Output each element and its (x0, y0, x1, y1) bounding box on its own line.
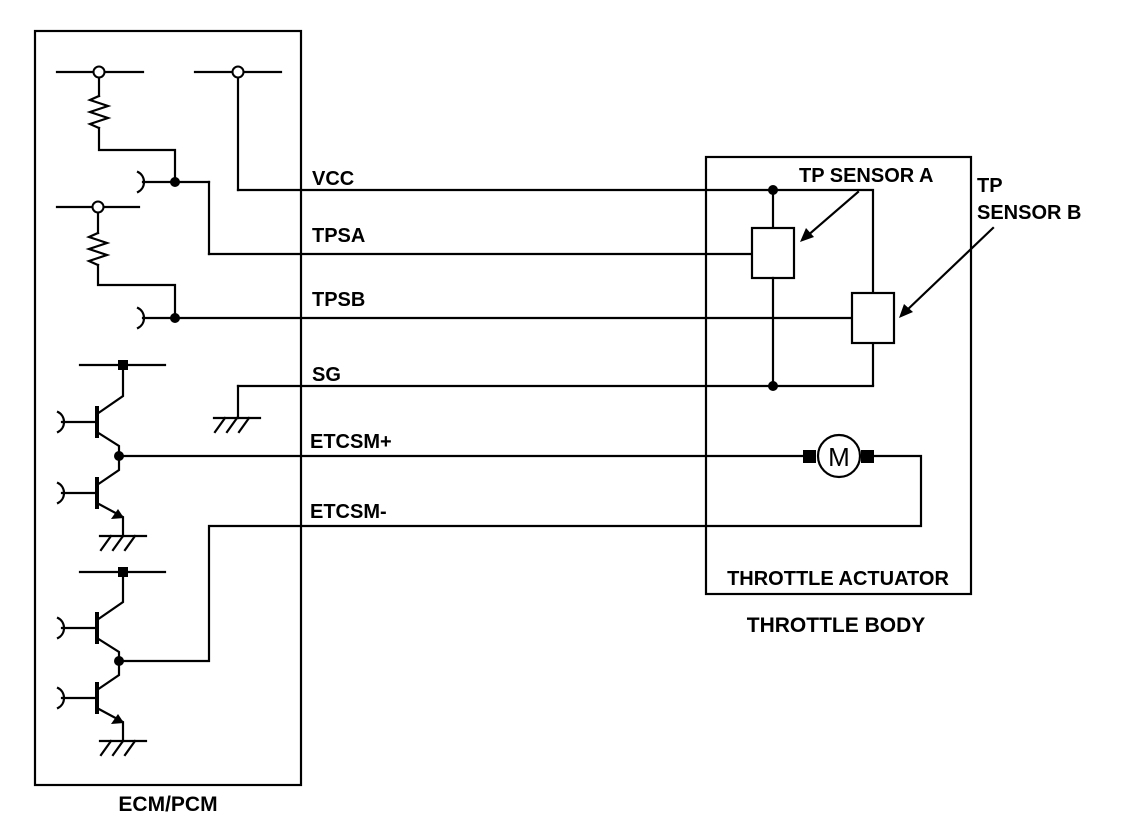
ecm-supply-rails (55, 65, 283, 214)
throttle-body-label: THROTTLE BODY (747, 614, 926, 637)
ground-icon (212, 416, 262, 434)
tpsb-input-stub (136, 306, 180, 330)
etcsm-minus-wire (117, 454, 923, 663)
etcsm-plus-label: ETCSM+ (310, 431, 392, 453)
tp-sensor-b-label-line2: SENSOR B (977, 202, 1081, 224)
terminal-square-icon (803, 450, 816, 463)
half-bridge-upper (56, 360, 167, 552)
terminal-icon (231, 65, 245, 79)
vcc-label: VCC (312, 168, 354, 190)
emitter-arrow-icon (111, 714, 124, 724)
throttle-actuator-label: THROTTLE ACTUATOR (727, 568, 949, 590)
terminal-icon (91, 200, 105, 214)
ecm-box (33, 29, 303, 787)
tp-sensor-b (850, 291, 896, 345)
ground-icon (98, 739, 148, 757)
sg-label: SG (312, 364, 341, 386)
tpsb-label: TPSB (312, 289, 365, 311)
ecm-label: ECM/PCM (118, 793, 217, 816)
resistor-icon (85, 231, 111, 267)
throttle-actuator-box (704, 155, 973, 596)
harness-wires: VCC TPSA TPSB SG ETCSM+ ETCSM- (117, 168, 923, 663)
terminal-square-icon (118, 567, 128, 577)
sg-ground (212, 384, 262, 434)
junction-dot-icon (768, 381, 778, 391)
terminal-square-icon (861, 450, 874, 463)
tp-sensor-a (750, 185, 796, 391)
sensor-element-icon (850, 291, 896, 345)
resistor-icon (86, 94, 112, 130)
motor-symbol: M (828, 442, 850, 472)
ground-icon (98, 534, 148, 552)
pull-up-resistor-a (86, 76, 177, 184)
tpsa-label: TPSA (312, 225, 365, 247)
leader-arrow-icon (899, 304, 913, 318)
throttle-actuator: M THROTTLE ACTUATOR (704, 155, 973, 596)
sensor-element-icon (750, 226, 796, 280)
throttle-motor: M (803, 433, 874, 479)
ecm-module: ECM/PCM (33, 29, 303, 816)
etcsm-minus-label: ETCSM- (310, 501, 387, 523)
vcc-wire (236, 188, 875, 387)
tpsa-input-stub (136, 170, 211, 256)
tp-sensor-b-label-line1: TP (977, 175, 1003, 197)
emitter-arrow-icon (111, 509, 124, 519)
leader-arrow-icon (800, 228, 814, 242)
terminal-icon (92, 65, 106, 79)
junction-dot-icon (768, 185, 778, 195)
motor-icon (816, 433, 862, 479)
pull-up-resistor-b (85, 211, 177, 320)
sensor-leaders (800, 190, 995, 318)
half-bridge-lower (56, 567, 167, 757)
tp-sensor-a-label: TP SENSOR A (799, 165, 933, 187)
junction-dot-icon (170, 177, 180, 187)
terminal-square-icon (118, 360, 128, 370)
